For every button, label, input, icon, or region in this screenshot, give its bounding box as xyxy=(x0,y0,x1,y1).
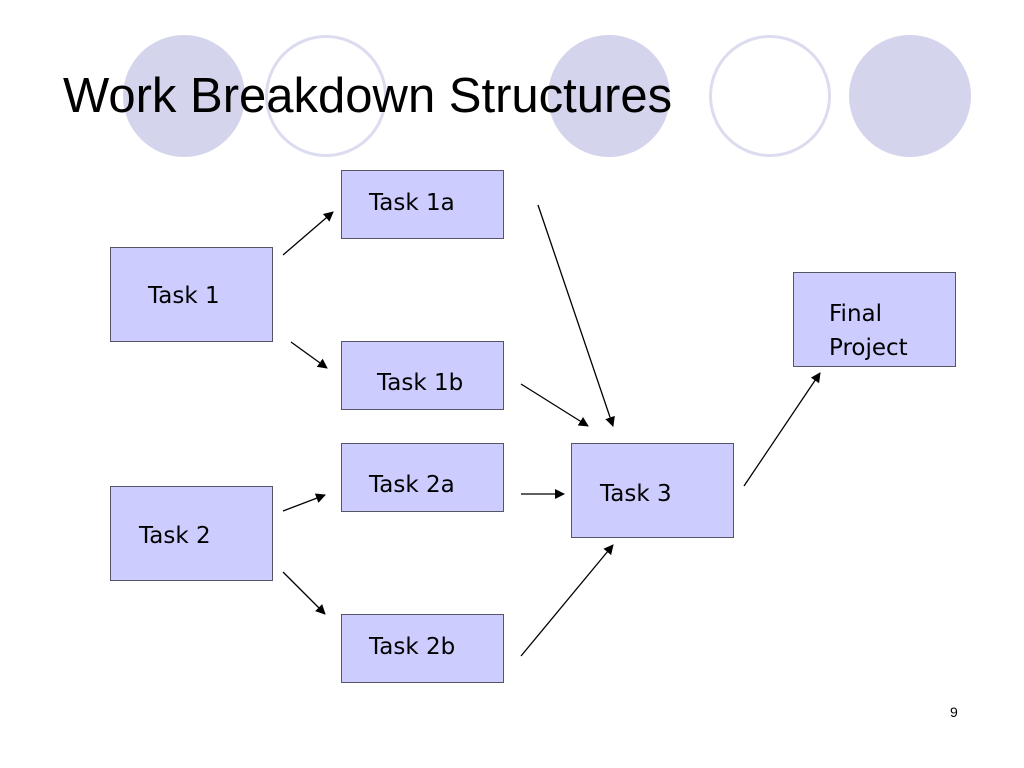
edge-task-2b-to-task-3 xyxy=(520,544,614,657)
node-task-2a: Task 2a xyxy=(341,443,504,512)
edge-task-1b-to-task-3 xyxy=(520,383,589,427)
node-task-2a-label: Task 2a xyxy=(369,472,455,498)
node-task-1-label: Task 1 xyxy=(148,283,220,309)
node-task-2: Task 2 xyxy=(110,486,273,581)
decor-circle-ring xyxy=(709,35,831,157)
decor-circle-ring xyxy=(265,35,387,157)
slide-title: Work Breakdown Structures xyxy=(63,69,673,123)
node-task-1b: Task 1b xyxy=(341,341,504,410)
node-task-3-label: Task 3 xyxy=(600,481,672,507)
decor-circle-filled xyxy=(123,35,245,157)
page-number: 9 xyxy=(950,704,958,720)
node-task-1a-label: Task 1a xyxy=(369,190,455,216)
node-task-1: Task 1 xyxy=(110,247,273,342)
node-final-project-label-line1: Final xyxy=(829,301,883,327)
edge-task-3-to-final-project xyxy=(743,372,821,487)
node-task-2-label: Task 2 xyxy=(139,523,211,549)
node-task-3: Task 3 xyxy=(571,443,734,538)
decor-circle-filled xyxy=(548,35,670,157)
edge-task-1-to-task-1a xyxy=(282,211,334,256)
node-task-2b: Task 2b xyxy=(341,614,504,683)
node-final-project: Final Project xyxy=(793,272,956,367)
edge-task-2-to-task-2a xyxy=(282,493,326,512)
edge-task-1-to-task-1b xyxy=(290,341,328,369)
edge-task-2-to-task-2b xyxy=(282,571,326,615)
node-task-1a: Task 1a xyxy=(341,170,504,239)
node-task-2b-label: Task 2b xyxy=(369,634,456,660)
edge-task-1a-to-task-3 xyxy=(537,204,615,427)
node-final-project-label-line2: Project xyxy=(829,335,908,361)
decor-circle-filled xyxy=(849,35,971,157)
node-task-1b-label: Task 1b xyxy=(377,370,464,396)
